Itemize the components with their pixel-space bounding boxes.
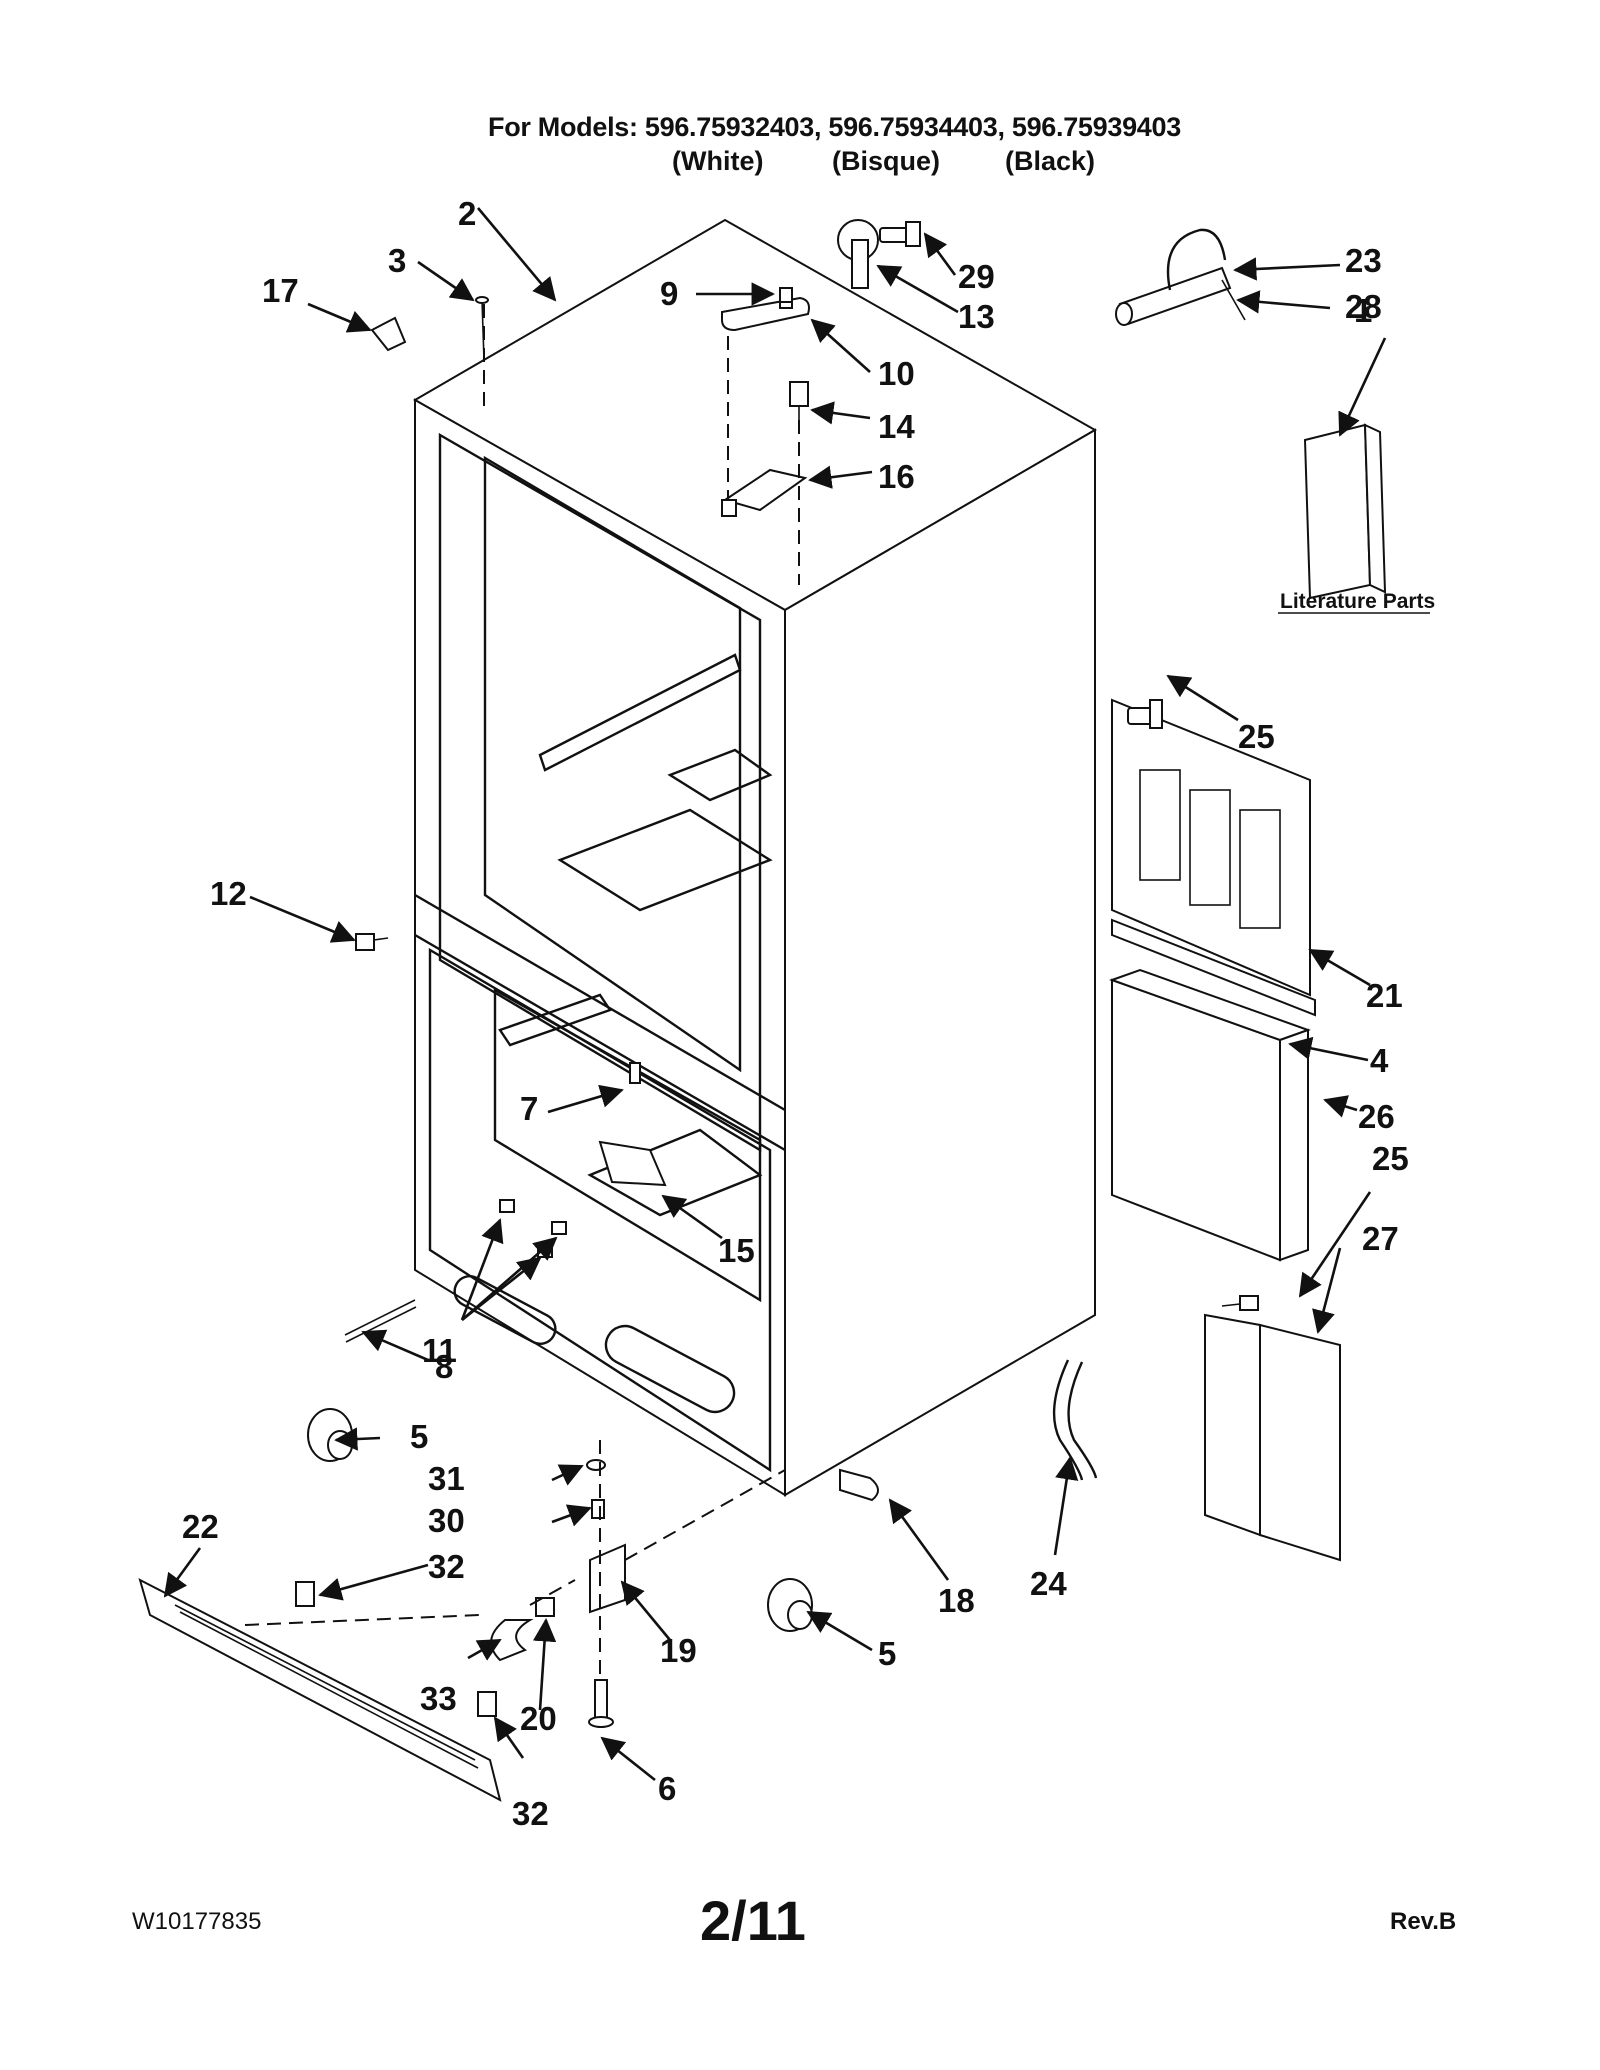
callout-11: 11 [422,1332,457,1369]
callout-10: 10 [878,355,915,392]
callout-14: 14 [878,408,915,445]
callout-2: 2 [458,195,476,232]
callout-23: 23 [1345,242,1382,279]
callout-12: 12 [210,875,247,912]
callout-25-upper: 25 [1238,718,1275,755]
top-hinge-bracket [721,468,808,517]
screw-12 [355,933,389,951]
callout-30: 30 [428,1502,465,1539]
callout-13: 13 [958,298,995,335]
callout-33: 33 [420,1680,457,1717]
callout-8: 8 [435,1348,453,1385]
callout-28: 28 [1345,288,1382,325]
bottom-hinge-assembly [490,1459,626,1728]
toe-grille [138,1578,502,1802]
gasket-strip [1111,918,1316,1017]
callout-32-lower: 32 [512,1795,549,1832]
hinge-bracket-top [837,219,879,289]
callout-1: 1 [1354,292,1372,329]
clamp-18 [839,1468,879,1502]
callout-3: 3 [388,242,406,279]
document-number: W10177835 [132,1908,262,1935]
caster-5-left [307,1408,353,1462]
water-tube-assembly [1115,228,1246,326]
bracket-15 [598,1140,667,1187]
insulation-panel [1109,968,1311,1262]
pin-3 [475,296,489,361]
variant-white: (White) [672,146,764,176]
page-number: 2/11 [700,1889,806,1952]
callout-22: 22 [182,1508,219,1545]
callout-20: 20 [520,1700,557,1737]
callout-21: 21 [1366,977,1403,1014]
screw-29 [879,221,921,247]
callout-25-lower: 25 [1372,1140,1409,1177]
hinge-screw [789,381,809,420]
leveling-legs [344,1299,417,1343]
callout-19: 19 [660,1632,697,1669]
electrical-cover [1204,1313,1341,1562]
callout-26: 26 [1358,1098,1395,1135]
screw-25-lower [1221,1295,1259,1311]
clip-17 [370,316,407,352]
caster-5-right [767,1578,813,1632]
models-heading: For Models: 596.75932403, 596.75934403, … [488,112,1181,142]
callout-18: 18 [938,1582,975,1619]
drain-tube-24 [1052,1359,1098,1481]
callout-5b: 5 [878,1635,896,1672]
literature-booklet [1303,423,1387,600]
pin-7 [629,1062,641,1084]
callout-9: 9 [660,275,678,312]
callout-27: 27 [1362,1220,1399,1257]
callout-31: 31 [428,1460,465,1497]
callout-7: 7 [520,1090,538,1127]
callout-6: 6 [658,1770,676,1807]
leveling-screw-top [779,287,793,303]
revision-label: Rev.B [1390,1908,1457,1935]
callout-4: 4 [1370,1042,1389,1079]
callout-24: 24 [1030,1565,1067,1602]
literature-label: Literature Parts [1280,590,1435,613]
cabinet-shell [412,218,1098,1497]
screw-25-upper [1127,699,1163,729]
callout-29: 29 [958,258,995,295]
callout-17: 17 [262,272,299,309]
callout-5a: 5 [410,1418,428,1455]
callout-16: 16 [878,458,915,495]
callout-32-upper: 32 [428,1548,465,1585]
variant-black: (Black) [1005,146,1096,176]
variant-bisque: (Bisque) [832,146,940,176]
grille-clip-upper [295,1581,315,1607]
rear-access-panel [1111,698,1311,997]
grille-clip-lower [477,1691,497,1717]
callout-15: 15 [718,1232,755,1269]
